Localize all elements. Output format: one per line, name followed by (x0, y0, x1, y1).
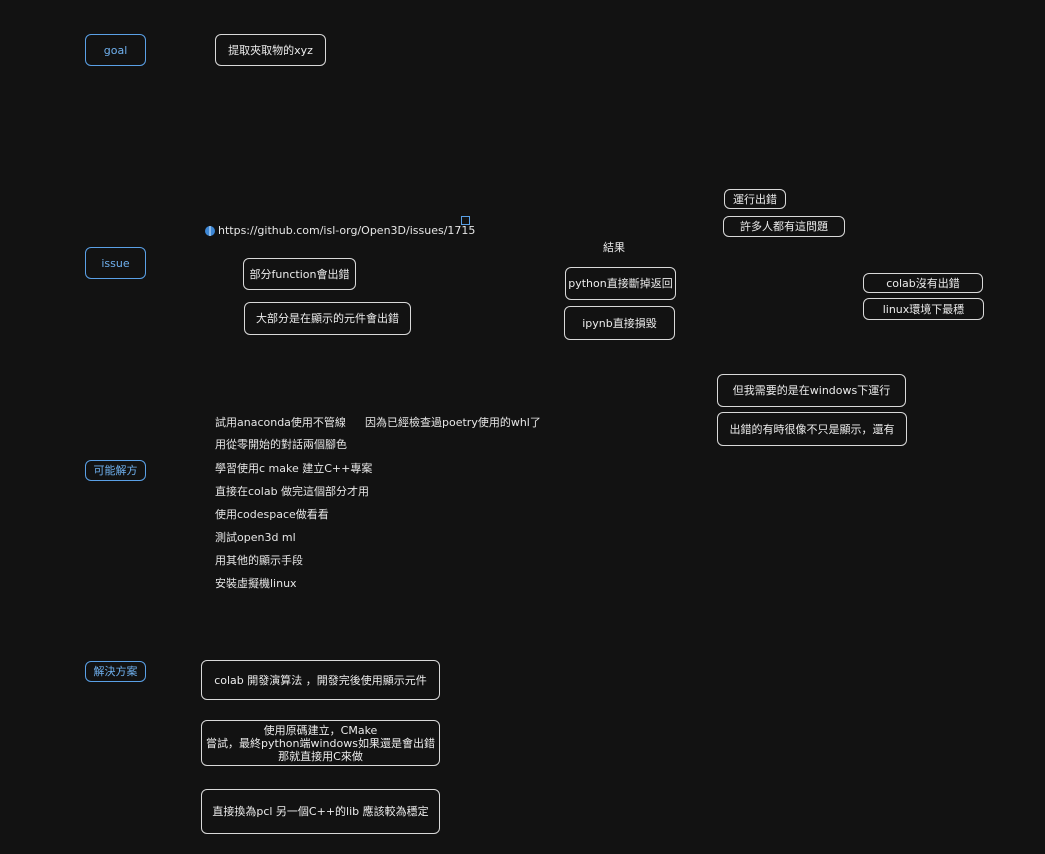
result-label: 結果 (603, 241, 625, 254)
result-box-ipynb[interactable]: ipynb直接損毀 (564, 306, 675, 340)
solution-box-colab[interactable]: colab 開發演算法 ，開發完後使用顯示元件 (201, 660, 440, 700)
solution-box-cmake[interactable]: 使用原碼建立，CMake 嘗試，最終python端windows如果還是會出錯 … (201, 720, 440, 766)
colab-no-error-box[interactable]: colab沒有出錯 (863, 273, 983, 293)
issue-box-display-components[interactable]: 大部分是在顯示的元件會出錯 (244, 302, 411, 335)
category-possible-solutions[interactable]: 可能解方 (85, 460, 146, 481)
possible-item: 使用codespace做看看 (215, 508, 329, 521)
category-solution[interactable]: 解決方案 (85, 661, 146, 682)
possible-item: 直接在colab 做完這個部分才用 (215, 485, 370, 498)
goal-box[interactable]: 提取夾取物的xyz (215, 34, 326, 66)
linux-stable-box[interactable]: linux環境下最穩 (863, 298, 984, 320)
possible-item: 測試open3d ml (215, 531, 296, 544)
possible-item: 學習使用c make 建立C++專案 (215, 462, 373, 475)
solution-line: 那就直接用C來做 (278, 749, 363, 763)
possible-item: 用其他的顯示手段 (215, 554, 303, 567)
result-box-python[interactable]: python直接斷掉返回 (565, 267, 676, 300)
error-not-only-display-box[interactable]: 出錯的有時很像不只是顯示，還有 (717, 412, 907, 446)
possible-item: 試用anaconda使用不管線 (215, 416, 346, 429)
issue-link-text[interactable]: https://github.com/isl-org/Open3D/issues… (218, 224, 476, 237)
possible-item: 用從零開始的對話兩個腳色 (215, 438, 347, 451)
need-windows-box[interactable]: 但我需要的是在windows下運行 (717, 374, 906, 407)
issue-link[interactable]: https://github.com/isl-org/Open3D/issues… (205, 224, 475, 237)
external-link-icon[interactable] (461, 216, 470, 225)
solution-line: 使用原碼建立，CMake (263, 723, 378, 737)
globe-icon (205, 225, 215, 236)
runtime-error-box[interactable]: 運行出錯 (724, 189, 786, 209)
issue-box-partial-function[interactable]: 部分function會出錯 (243, 258, 356, 290)
possible-item: 安裝虛擬機linux (215, 577, 297, 590)
category-goal[interactable]: goal (85, 34, 146, 66)
many-people-box[interactable]: 許多人都有這問題 (723, 216, 845, 237)
solution-line: 嘗試，最終python端windows如果還是會出錯 (206, 736, 435, 750)
solution-box-pcl[interactable]: 直接換為pcl 另一個C++的lib 應該較為穩定 (201, 789, 440, 834)
possible-note: 因為已經檢查過poetry使用的whl了 (365, 416, 541, 429)
category-issue[interactable]: issue (85, 247, 146, 279)
